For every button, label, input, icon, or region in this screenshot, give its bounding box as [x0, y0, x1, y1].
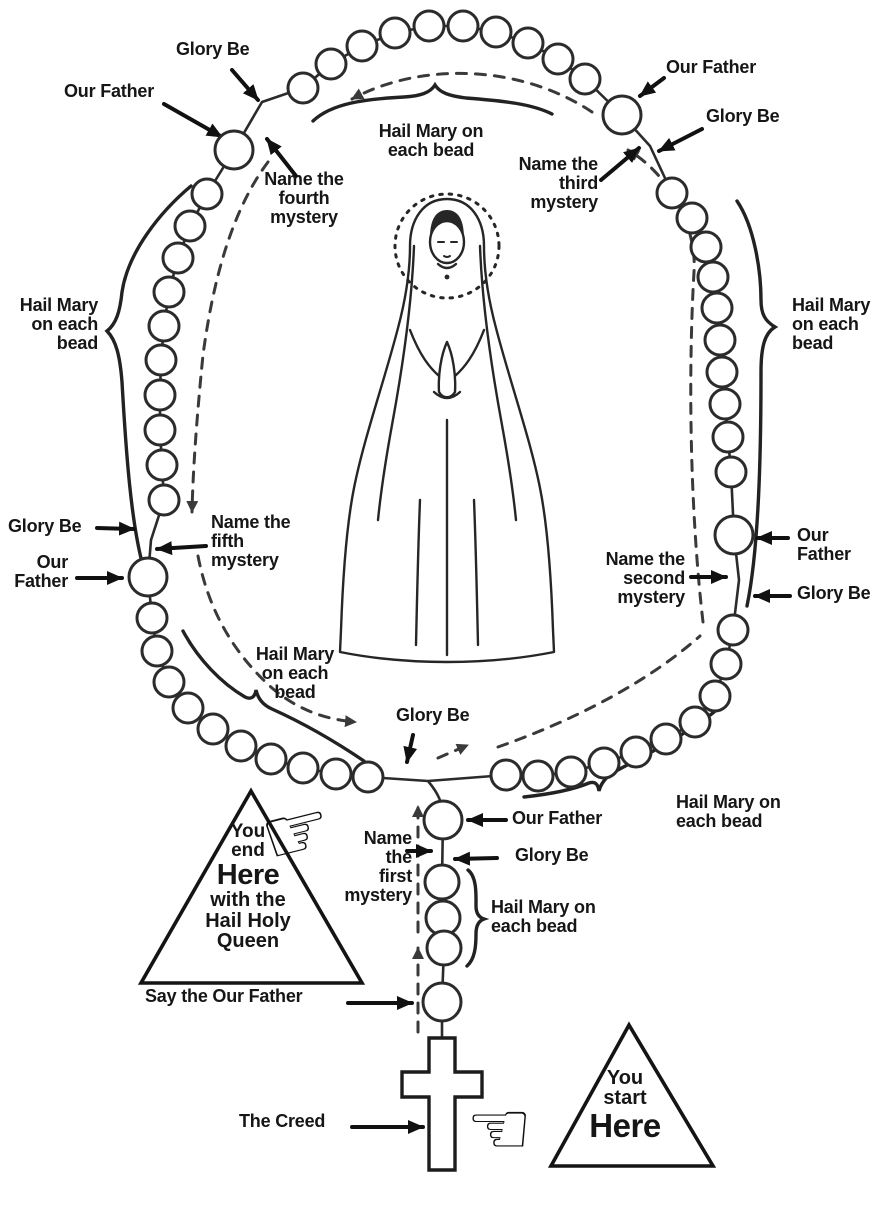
- virgin-mary-illustration: [338, 192, 556, 664]
- label-our-father-top-right: Our Father: [666, 57, 757, 77]
- rosary-bead: [147, 309, 181, 343]
- rosary-bead: [314, 47, 348, 81]
- rosary-bead: [479, 15, 513, 49]
- label-our-father-left: Our Father: [14, 552, 68, 591]
- rosary-beads: [127, 9, 755, 1023]
- rosary-bead: [140, 634, 174, 668]
- label-glory-be-right: Glory Be: [797, 583, 871, 603]
- label-hail-mary-pendant: Hail Mary on each bead: [491, 897, 596, 936]
- label-hail-mary-left: Hail Mary on each bead: [19, 295, 98, 353]
- rosary-bead: [412, 9, 446, 43]
- label-glory-be-top-left: Glory Be: [176, 39, 250, 59]
- rosary-bead: [689, 230, 723, 264]
- rosary-bead: [716, 613, 750, 647]
- label-say-our-father: Say the Our Father: [145, 986, 303, 1006]
- rosary-bead: [152, 275, 186, 309]
- rosary-bead: [147, 483, 181, 517]
- rosary-bead: [319, 757, 353, 791]
- label-name-fourth-mystery: Name the fourth mystery: [264, 169, 344, 227]
- rosary-bead: [568, 62, 602, 96]
- rosary-bead: [190, 177, 224, 211]
- brace-top: [311, 81, 554, 123]
- rosary-bead: [655, 176, 689, 210]
- rosary-bead: [541, 42, 575, 76]
- rosary-bead: [649, 722, 683, 756]
- label-arrows: [75, 68, 792, 1134]
- rosary-bead: [554, 755, 588, 789]
- rosary-bead: [678, 705, 712, 739]
- rosary-bead: [143, 413, 177, 447]
- rosary-bead: [127, 556, 169, 598]
- rosary-bead: [286, 71, 320, 105]
- label-name-first-mystery: Name the first mystery: [344, 828, 412, 905]
- label-glory-be-left: Glory Be: [8, 516, 82, 536]
- label-glory-be-bottom: Glory Be: [396, 705, 470, 725]
- rosary-bead: [213, 129, 255, 171]
- rosary-bead: [286, 751, 320, 785]
- halo-icon: [393, 192, 501, 300]
- rosary-bead: [601, 94, 643, 136]
- label-glory-be-pendant: Glory Be: [515, 845, 589, 865]
- label-name-second-mystery: Name the second mystery: [605, 549, 686, 607]
- rosary-bead: [619, 735, 653, 769]
- rosary-bead: [511, 26, 545, 60]
- brace-pendant: [465, 868, 490, 968]
- rosary-bead: [224, 729, 258, 763]
- label-our-father-top-left: Our Father: [64, 81, 155, 101]
- rosary-bead: [145, 448, 179, 482]
- rosary-bead: [345, 29, 379, 63]
- label-hail-mary-lower-left: Hail Mary on each bead: [255, 644, 335, 702]
- rosary-bead: [421, 981, 463, 1023]
- label-name-third-mystery: Name the third mystery: [518, 154, 599, 212]
- rosary-bead: [446, 9, 480, 43]
- rosary-bead: [521, 759, 555, 793]
- label-hail-mary-lower-right: Hail Mary on each bead: [676, 792, 781, 831]
- rosary-bead: [698, 679, 732, 713]
- label-our-father-right: Our Father: [797, 525, 851, 564]
- rosary-bead: [675, 201, 709, 235]
- rosary-bead: [700, 291, 734, 325]
- rosary-bead: [705, 355, 739, 389]
- rosary-bead: [489, 758, 523, 792]
- brace-lower-left: [181, 629, 366, 763]
- rosary-bead: [587, 746, 621, 780]
- label-hail-mary-top: Hail Mary on each bead: [378, 121, 484, 160]
- brace-left: [104, 184, 193, 568]
- end-triangle-text: You end Here with the Hail Holy Queen: [205, 821, 291, 953]
- rosary-bead: [422, 799, 464, 841]
- rosary-bead: [171, 691, 205, 725]
- rosary-bead: [173, 209, 207, 243]
- label-glory-be-top-right: Glory Be: [706, 106, 780, 126]
- rosary-bead: [135, 601, 169, 635]
- label-the-creed: The Creed: [239, 1111, 326, 1131]
- label-our-father-pendant: Our Father: [512, 808, 603, 828]
- rosary-bead: [254, 742, 288, 776]
- rosary-bead: [713, 514, 755, 556]
- rosary-bead: [378, 16, 412, 50]
- rosary-bead: [708, 387, 742, 421]
- rosary-bead: [709, 647, 743, 681]
- rosary-bead: [711, 420, 745, 454]
- rosary-bead: [196, 712, 230, 746]
- rosary-bead: [714, 455, 748, 489]
- brace-right: [735, 199, 779, 608]
- rosary-bead: [696, 260, 730, 294]
- rosary-bead: [703, 323, 737, 357]
- label-name-fifth-mystery: Name the fifth mystery: [211, 512, 291, 570]
- crucifix-icon: [400, 1036, 484, 1172]
- rosary-bead: [161, 241, 195, 275]
- start-triangle: [547, 1021, 717, 1168]
- rosary-bead: [144, 343, 178, 377]
- rosary-bead: [143, 378, 177, 412]
- end-triangle: [137, 787, 366, 985]
- rosary-bead: [152, 665, 186, 699]
- rosary-bead: [351, 760, 385, 794]
- rosary-bead: [425, 929, 463, 967]
- label-hail-mary-right: Hail Mary on each bead: [792, 295, 871, 353]
- rosary-bead: [423, 863, 461, 901]
- pointing-hand-left-icon: ☜: [466, 1086, 533, 1172]
- start-triangle-text: You start Here: [589, 1067, 661, 1144]
